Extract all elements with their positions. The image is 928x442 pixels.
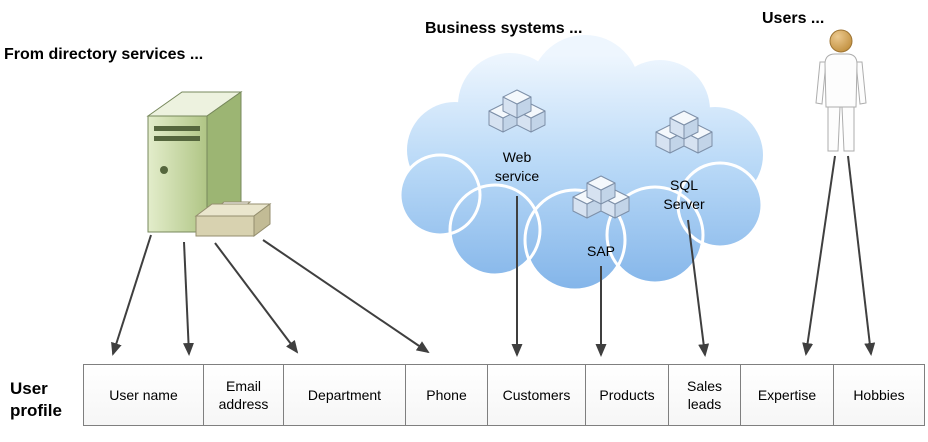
- profile-field-products: Products: [586, 365, 669, 425]
- arrow-server-to-department: [214, 242, 299, 354]
- profile-field-sales-leads: Sales leads: [669, 365, 741, 425]
- profile-field-expertise: Expertise: [741, 365, 834, 425]
- arrow-users-to-expertise: [802, 155, 836, 356]
- sql-server-label: SQL Server: [663, 177, 705, 212]
- arrow-server-to-user-name: [111, 234, 152, 356]
- arrow-users-to-hobbies: [847, 155, 876, 356]
- arrow-server-to-phone: [262, 239, 430, 354]
- directory-services-label: From directory services ...: [4, 46, 204, 63]
- business-systems-label: Business systems ...: [425, 20, 583, 37]
- profile-field-department: Department: [284, 365, 406, 425]
- profile-field-hobbies: Hobbies: [834, 365, 924, 425]
- profile-field-user-name: User name: [84, 365, 204, 425]
- profile-field-phone: Phone: [406, 365, 488, 425]
- arrow-server-to-email-address: [183, 241, 195, 356]
- web-service-label: Web service: [494, 149, 540, 184]
- arrow-sql-server-to-sales-leads: [687, 219, 710, 357]
- users-label: Users ...: [762, 10, 825, 27]
- cloud-shape: [398, 35, 764, 292]
- sap-label: SAP: [586, 243, 615, 259]
- profile-field-customers: Customers: [488, 365, 586, 425]
- profile-field-email-address: Email address: [204, 365, 284, 425]
- server-icon: [146, 91, 243, 233]
- printer-icon: [194, 201, 272, 237]
- user-profile-label: User profile: [10, 379, 62, 420]
- user-profile-table: User name Email address Department Phone…: [83, 364, 925, 426]
- person-icon: [815, 29, 867, 152]
